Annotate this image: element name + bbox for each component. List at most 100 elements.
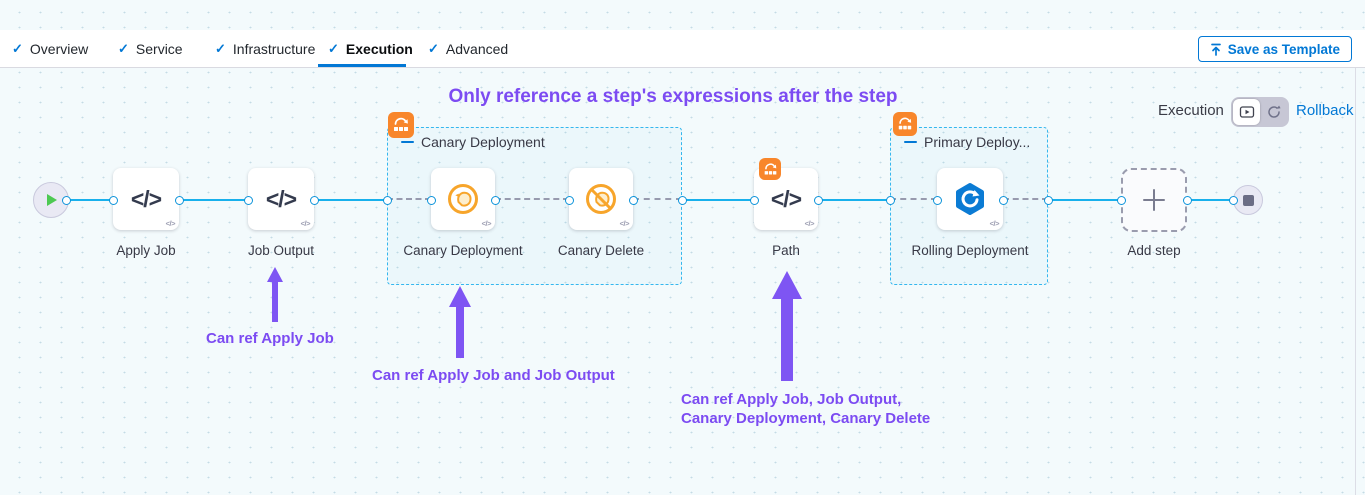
code-icon: </> [130, 185, 162, 212]
execution-toggle-button[interactable] [1233, 99, 1260, 125]
code-icon: </> [265, 185, 297, 212]
tab-label: Advanced [445, 40, 509, 57]
edge-port [932, 195, 942, 205]
code-badge-icon: </> [165, 219, 176, 228]
save-as-template-button[interactable]: Save as Template [1197, 36, 1352, 62]
edge-port [1043, 195, 1053, 205]
rollout-badge-icon [759, 158, 781, 180]
edge-line [1187, 199, 1233, 201]
plus-icon [1143, 189, 1165, 211]
add-step-button[interactable] [1121, 168, 1187, 232]
edge-port [1116, 195, 1126, 205]
edge-line [818, 199, 890, 201]
step-card-apply-job[interactable]: </> </> [113, 168, 179, 230]
active-tab-underline [318, 64, 406, 67]
edge-port [628, 195, 638, 205]
edge-line-dashed [890, 198, 937, 200]
edge-port [677, 195, 687, 205]
step-label-job-output: Job Output [247, 243, 315, 258]
callout-title: Only reference a step's expressions afte… [448, 86, 898, 107]
edge-line [682, 199, 754, 201]
edge-port [490, 195, 500, 205]
edge-port [885, 195, 895, 205]
tab-service[interactable]: ✓ Service [118, 30, 183, 67]
step-card-rolling-deployment[interactable]: </> [937, 168, 1003, 230]
tab-overview[interactable]: ✓ Overview [12, 30, 88, 67]
step-group-canary-deployment: Canary Deployment [387, 127, 682, 285]
step-label-path: Path [772, 243, 800, 258]
tab-advanced[interactable]: ✓ Advanced [428, 30, 508, 67]
annotation-ref-apply-job-output: Can ref Apply Job and Job Output [372, 367, 615, 384]
code-badge-icon: </> [300, 219, 311, 228]
pipeline-start-node [33, 182, 69, 218]
edge-port [749, 195, 759, 205]
collapse-icon [904, 140, 917, 144]
rollback-icon [1267, 105, 1281, 118]
code-icon: </> [770, 185, 802, 212]
group-header-canary[interactable]: Canary Deployment [401, 134, 545, 150]
step-card-canary-delete[interactable]: </> [569, 168, 633, 230]
step-card-canary-deployment[interactable]: </> [431, 168, 495, 230]
edge-port [382, 195, 392, 205]
edge-line-dashed [633, 198, 682, 200]
edge-line-dashed [495, 198, 569, 200]
edge-line [66, 199, 113, 201]
edge-line [314, 199, 387, 201]
collapse-icon [401, 140, 414, 144]
annotation-line-2: Canary Deployment, Canary Delete [681, 410, 931, 427]
step-group-primary-deployment: Primary Deploy... [890, 127, 1048, 285]
annotation-arrow-up [772, 271, 802, 381]
edge-line-dashed [387, 198, 431, 200]
code-badge-icon: </> [989, 219, 1000, 228]
edge-port [174, 195, 184, 205]
canary-delete-icon [586, 184, 616, 214]
step-card-job-output[interactable]: </> </> [248, 168, 314, 230]
tab-execution[interactable]: ✓ Execution [328, 30, 413, 67]
edge-port [108, 195, 118, 205]
tab-infrastructure[interactable]: ✓ Infrastructure [215, 30, 315, 67]
rolling-deployment-icon [956, 183, 984, 215]
rollout-badge-icon [893, 112, 917, 136]
stage-tab-bar: ✓ Overview ✓ Service ✓ Infrastructure ✓ … [0, 30, 1365, 68]
stop-icon [1242, 194, 1254, 206]
annotation-arrow-up [449, 286, 471, 358]
edge-port [309, 195, 319, 205]
tab-label: Execution [345, 40, 413, 57]
check-icon: ✓ [12, 40, 23, 56]
tab-label: Infrastructure [232, 40, 316, 57]
canary-deployment-icon [448, 184, 478, 214]
annotation-arrow-up [267, 267, 283, 322]
annotation-ref-canary: Can ref Apply Job, Job Output, Canary De… [681, 390, 930, 428]
check-icon: ✓ [118, 40, 129, 56]
edge-port [813, 195, 823, 205]
upload-icon [1210, 43, 1221, 56]
step-label-add-step: Add step [1127, 243, 1181, 258]
annotation-ref-apply-job: Can ref Apply Job [206, 330, 334, 347]
rollback-link[interactable]: Rollback [1296, 102, 1354, 119]
step-label-canary-deployment: Canary Deployment [403, 243, 523, 258]
code-badge-icon: </> [619, 219, 630, 228]
execution-icon [1239, 106, 1254, 118]
annotation-line-1: Can ref Apply Job, Job Output, [681, 391, 902, 408]
step-label-canary-delete: Canary Delete [557, 243, 645, 258]
group-name: Canary Deployment [421, 134, 545, 150]
tab-label: Service [135, 40, 183, 57]
execution-mode-label: Execution [1158, 102, 1224, 119]
code-badge-icon: </> [804, 219, 815, 228]
edge-line [179, 199, 248, 201]
code-badge-icon: </> [481, 219, 492, 228]
step-label-apply-job: Apply Job [116, 243, 176, 258]
group-name: Primary Deploy... [924, 134, 1031, 150]
edge-port [61, 195, 71, 205]
rollout-badge-icon [388, 112, 414, 138]
check-icon: ✓ [428, 40, 439, 56]
group-header-primary[interactable]: Primary Deploy... [904, 134, 1030, 150]
scrollbar-track[interactable] [1355, 68, 1356, 495]
play-icon [46, 194, 57, 206]
save-as-template-label: Save as Template [1227, 41, 1340, 57]
edge-line-dashed [1003, 198, 1048, 200]
execution-rollback-toggle [1231, 97, 1289, 127]
rollback-toggle-button[interactable] [1260, 99, 1287, 125]
edge-port [564, 195, 574, 205]
